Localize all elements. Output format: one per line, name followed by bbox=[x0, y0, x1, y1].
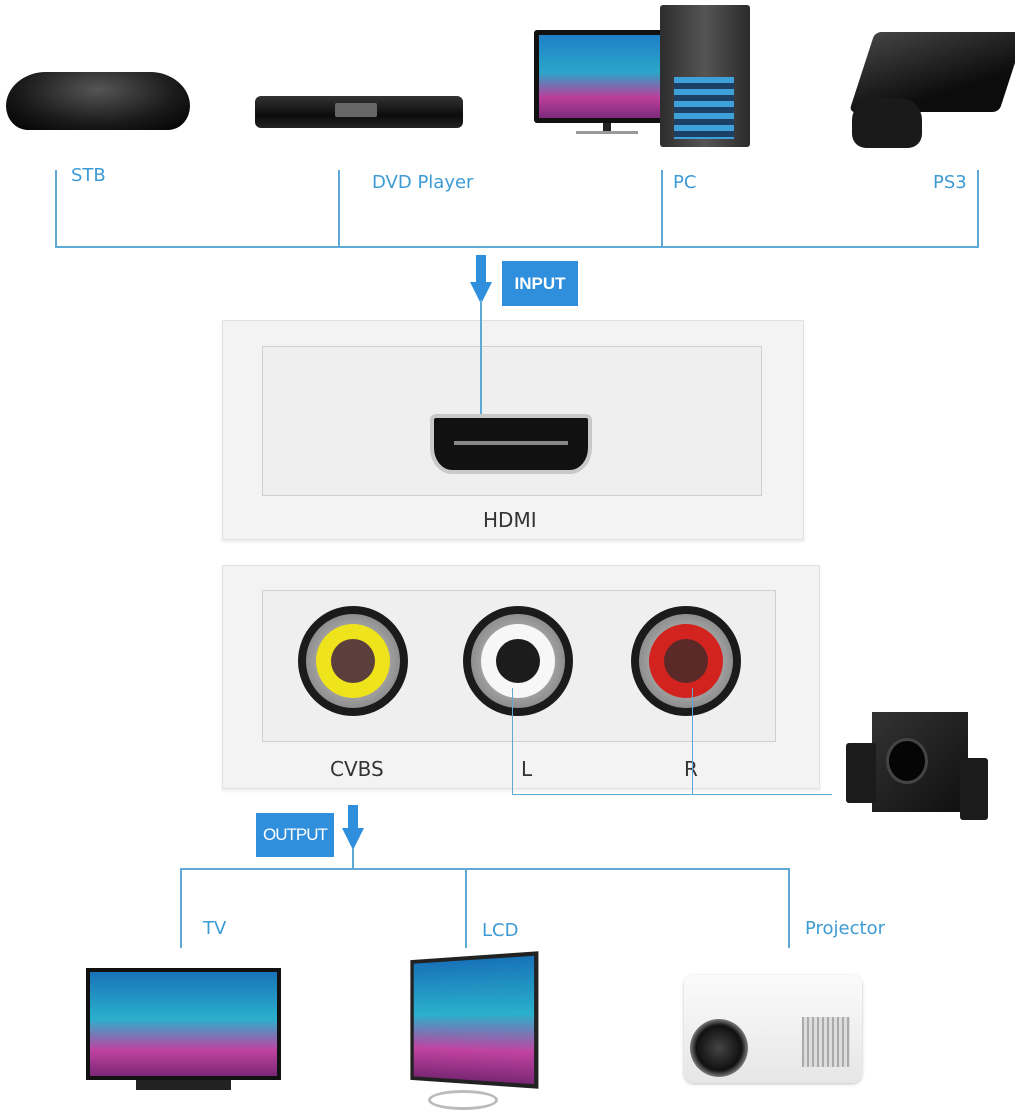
lcd-stand bbox=[428, 1090, 498, 1110]
pc-monitor-screen bbox=[539, 35, 677, 118]
output-arrow-icon bbox=[342, 828, 364, 850]
output-tag: OUTPUT bbox=[256, 813, 334, 857]
output-bus-line bbox=[180, 868, 790, 870]
label-pc: PC bbox=[673, 172, 697, 193]
input-bus-line bbox=[55, 246, 979, 248]
pc-monitor-image bbox=[534, 30, 682, 123]
connector-stb bbox=[55, 170, 57, 248]
input-signal-line-overlay bbox=[480, 300, 482, 416]
connector-dvd bbox=[338, 170, 340, 248]
projector-image bbox=[684, 975, 862, 1083]
pc-tower-image bbox=[660, 5, 750, 147]
hdmi-port-pins bbox=[454, 441, 568, 445]
dvd-display-panel bbox=[335, 103, 377, 117]
label-cvbs: CVBS bbox=[330, 757, 384, 781]
input-arrow-icon bbox=[470, 282, 492, 304]
projector-lens bbox=[690, 1019, 748, 1077]
label-hdmi: HDMI bbox=[483, 508, 537, 532]
connector-tv bbox=[180, 868, 182, 948]
rca-left-hole bbox=[496, 639, 540, 683]
connector-ps3 bbox=[977, 170, 979, 248]
pc-monitor-stand bbox=[576, 123, 638, 134]
connector-lcd bbox=[465, 868, 467, 948]
input-tag: INPUT bbox=[502, 261, 578, 306]
tv-screen bbox=[90, 972, 277, 1076]
tv-stand bbox=[136, 1080, 231, 1090]
label-r: R bbox=[684, 757, 698, 781]
audio-line-right bbox=[692, 688, 693, 795]
speaker-right-image bbox=[960, 758, 988, 820]
rca-cvbs-port[interactable] bbox=[298, 606, 408, 716]
rca-right-port[interactable] bbox=[631, 606, 741, 716]
lcd-monitor-image bbox=[410, 951, 539, 1089]
ps3-controller-image bbox=[852, 98, 922, 148]
pc-tower-bay bbox=[674, 77, 734, 139]
subwoofer-cone bbox=[886, 738, 928, 784]
hdmi-input-port[interactable] bbox=[430, 414, 592, 474]
rca-right-hole bbox=[664, 639, 708, 683]
output-arrow-shaft bbox=[348, 805, 358, 829]
rca-left-port[interactable] bbox=[463, 606, 573, 716]
rca-cvbs-hole bbox=[331, 639, 375, 683]
tv-image bbox=[86, 968, 281, 1080]
label-l: L bbox=[521, 757, 533, 781]
dvd-player-image bbox=[255, 96, 463, 128]
label-tv: TV bbox=[203, 918, 227, 939]
stb-device-image bbox=[6, 72, 190, 130]
projector-vent bbox=[802, 1017, 850, 1067]
audio-line-left bbox=[512, 688, 513, 795]
connector-projector bbox=[788, 868, 790, 948]
audio-bus-line bbox=[512, 794, 832, 795]
input-arrow-shaft bbox=[476, 255, 486, 283]
label-projector: Projector bbox=[805, 918, 885, 939]
label-lcd: LCD bbox=[482, 920, 519, 941]
lcd-screen bbox=[413, 955, 535, 1085]
label-ps3: PS3 bbox=[933, 172, 967, 193]
label-stb: STB bbox=[71, 165, 106, 186]
speaker-left-image bbox=[846, 743, 876, 803]
speaker-subwoofer-image bbox=[872, 712, 968, 812]
connector-pc bbox=[661, 170, 663, 248]
output-signal-line bbox=[352, 848, 354, 870]
label-dvd-player: DVD Player bbox=[372, 172, 474, 193]
